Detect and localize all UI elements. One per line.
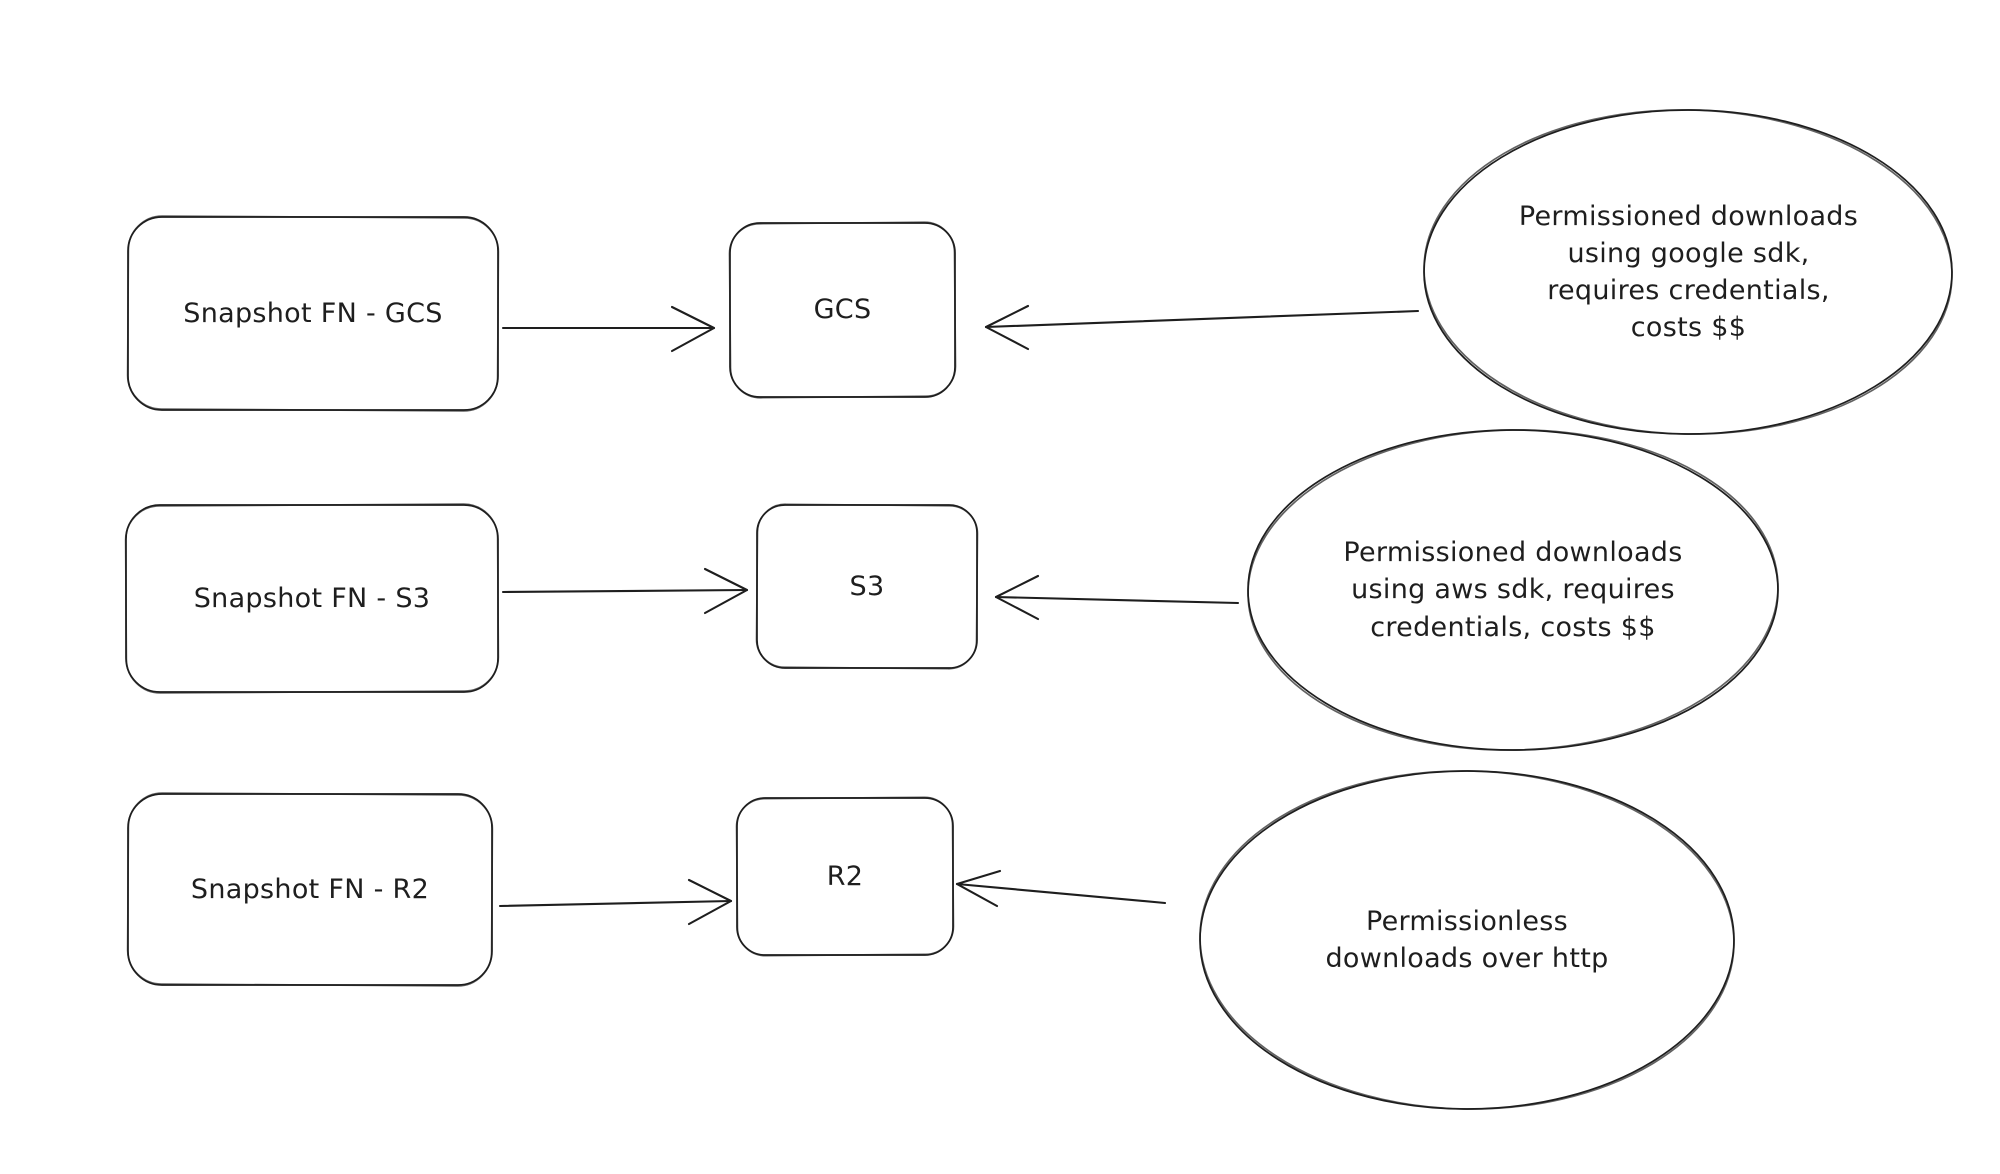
- note-ellipse-s3-shape: [1247, 429, 1779, 751]
- source-node-gcs-shape: [126, 215, 500, 412]
- arrow-note-to-gcs: [984, 304, 1420, 351]
- target-node-r2-label: R2: [826, 860, 864, 892]
- note-ellipse-r2-shape: [1199, 770, 1735, 1110]
- target-node-s3-shape: [755, 503, 979, 670]
- target-node-r2-shape: [735, 796, 955, 957]
- note-r2-text: Permissionless downloads over http: [1325, 905, 1609, 974]
- note-gcs-text: Permissioned downloads using google sdk,…: [1518, 200, 1859, 344]
- source-node-r2-shape: [126, 792, 494, 987]
- source-node-gcs-label: Snapshot FN - GCS: [183, 297, 443, 329]
- target-node-s3-label: S3: [849, 570, 885, 602]
- target-node-gcs-shape: [728, 221, 957, 399]
- target-node-gcs-label: GCS: [813, 294, 872, 326]
- note-s3-text: Permissioned downloads using aws sdk, re…: [1343, 537, 1683, 643]
- arrow-source-to-s3: [501, 567, 749, 615]
- arrow-note-to-r2: [955, 869, 1167, 908]
- arrow-source-to-gcs: [501, 305, 716, 353]
- source-node-s3-label: Snapshot FN - S3: [193, 582, 431, 614]
- source-node-s3-shape: [124, 503, 500, 694]
- arrow-note-to-s3: [994, 574, 1240, 621]
- arrow-source-to-r2: [498, 878, 733, 926]
- note-ellipse-gcs-shape: [1423, 109, 1953, 435]
- source-node-r2-label: Snapshot FN - R2: [190, 873, 430, 905]
